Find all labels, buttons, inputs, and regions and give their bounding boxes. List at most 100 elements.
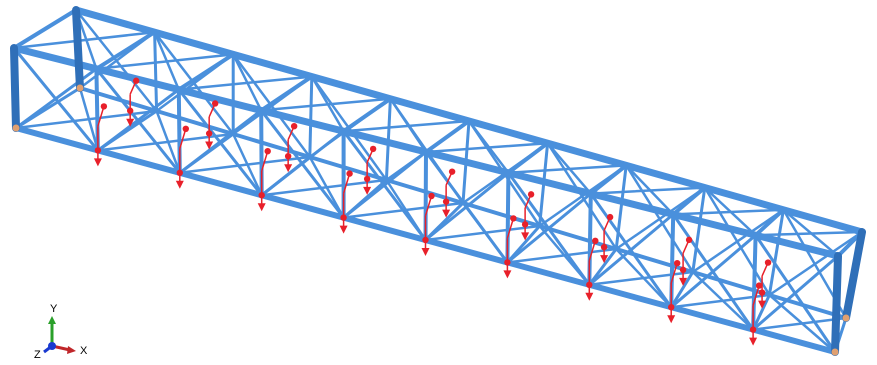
- support-node: [842, 314, 850, 322]
- truss-beams: [10, 6, 866, 356]
- near-diagonal: [754, 233, 837, 354]
- top-cross-member: [176, 52, 236, 92]
- load-arrow-far: [442, 168, 456, 218]
- top-cross-member: [506, 141, 550, 175]
- end-post-right: [831, 252, 842, 356]
- load-arrow-far: [363, 145, 377, 195]
- top-cross-member: [12, 8, 78, 50]
- top-bracing: [671, 208, 785, 216]
- load-arrow-near: [93, 103, 108, 167]
- top-bracing: [231, 53, 263, 112]
- end-post-right-far: [842, 228, 866, 322]
- top-bracing: [546, 141, 593, 195]
- top-bracing: [259, 97, 392, 112]
- bottom-bracing: [751, 316, 848, 331]
- far-bottom-chord: [154, 109, 236, 136]
- bottom-bracing: [96, 132, 235, 152]
- load-arrows: [93, 77, 772, 346]
- near-diagonal: [177, 88, 264, 197]
- bottom-bracing: [308, 155, 345, 219]
- top-bracing: [12, 30, 156, 50]
- top-bracing: [507, 164, 628, 175]
- top-bracing: [754, 230, 864, 237]
- bottom-bracing: [614, 247, 673, 309]
- top-cross-member: [753, 207, 786, 238]
- near-diagonal: [342, 129, 427, 242]
- top-bracing: [624, 164, 675, 216]
- bottom-bracing: [155, 109, 182, 175]
- far-vertical: [308, 75, 314, 159]
- load-arrow-near: [667, 260, 681, 324]
- top-bracing: [389, 97, 428, 154]
- load-arrow-far: [205, 100, 219, 150]
- near-diagonal: [259, 108, 346, 220]
- top-cross-member: [424, 119, 471, 154]
- bottom-cross-member: [587, 247, 618, 287]
- far-bottom-chord: [231, 132, 312, 159]
- near-diagonal: [671, 212, 755, 332]
- near-diagonal: [94, 67, 182, 175]
- far-diagonal: [703, 186, 771, 297]
- far-top-chord: [72, 6, 866, 236]
- top-bracing: [424, 141, 549, 154]
- top-bracing: [589, 186, 707, 195]
- axis-triad: Y X Z: [28, 302, 108, 362]
- load-arrow-near: [421, 192, 435, 256]
- bottom-cross-member: [751, 293, 771, 332]
- far-vertical: [767, 208, 785, 297]
- bottom-bracing: [424, 224, 541, 242]
- top-bracing: [342, 119, 471, 133]
- far-diagonal: [624, 164, 695, 274]
- bottom-bracing: [78, 86, 100, 152]
- load-arrow-near: [585, 237, 599, 301]
- top-bracing: [703, 186, 757, 237]
- support-node: [76, 84, 84, 92]
- support-markers: [12, 84, 850, 356]
- near-top-chord: [10, 44, 842, 260]
- near-diagonal: [589, 192, 673, 309]
- bottom-bracing: [506, 247, 618, 264]
- far-vertical: [614, 163, 628, 251]
- top-bracing: [782, 208, 840, 258]
- far-diagonal: [74, 8, 158, 113]
- load-arrow-far: [600, 213, 614, 264]
- bottom-cross-member: [669, 270, 695, 309]
- load-arrow-near: [257, 148, 271, 212]
- top-cross-member: [671, 185, 707, 217]
- far-diagonal: [153, 30, 235, 136]
- support-node: [12, 124, 20, 132]
- top-cross-member: [94, 30, 157, 71]
- load-arrow-far: [284, 122, 298, 173]
- top-bracing: [95, 53, 235, 71]
- bottom-bracing: [231, 132, 263, 197]
- axis-label-y: Y: [50, 303, 58, 315]
- top-bracing: [467, 119, 510, 175]
- far-bottom-chord: [78, 86, 159, 113]
- far-bottom-chord: [307, 155, 389, 182]
- top-cross-member: [341, 96, 393, 134]
- load-arrow-far: [521, 191, 535, 241]
- end-post-left: [10, 44, 20, 132]
- load-arrow-near: [339, 170, 353, 234]
- far-vertical: [153, 30, 159, 113]
- near-diagonal: [506, 171, 591, 287]
- axis-label-z: Z: [34, 349, 41, 361]
- far-bottom-chord: [461, 201, 542, 228]
- top-bracing: [153, 30, 181, 91]
- load-arrow-near: [749, 282, 763, 346]
- top-cross-member: [259, 74, 314, 113]
- bottom-bracing: [260, 178, 388, 197]
- top-bracing: [177, 75, 314, 91]
- bottom-bracing: [588, 270, 695, 287]
- near-diagonal: [424, 150, 509, 264]
- load-arrow-near: [503, 215, 517, 279]
- load-arrow-far: [679, 236, 693, 286]
- near-diagonal: [12, 46, 100, 152]
- load-arrow-near: [175, 125, 189, 189]
- far-vertical: [691, 186, 707, 274]
- load-arrow-far: [126, 77, 140, 127]
- triad-icon: [43, 316, 76, 354]
- load-arrow-far: [758, 259, 772, 309]
